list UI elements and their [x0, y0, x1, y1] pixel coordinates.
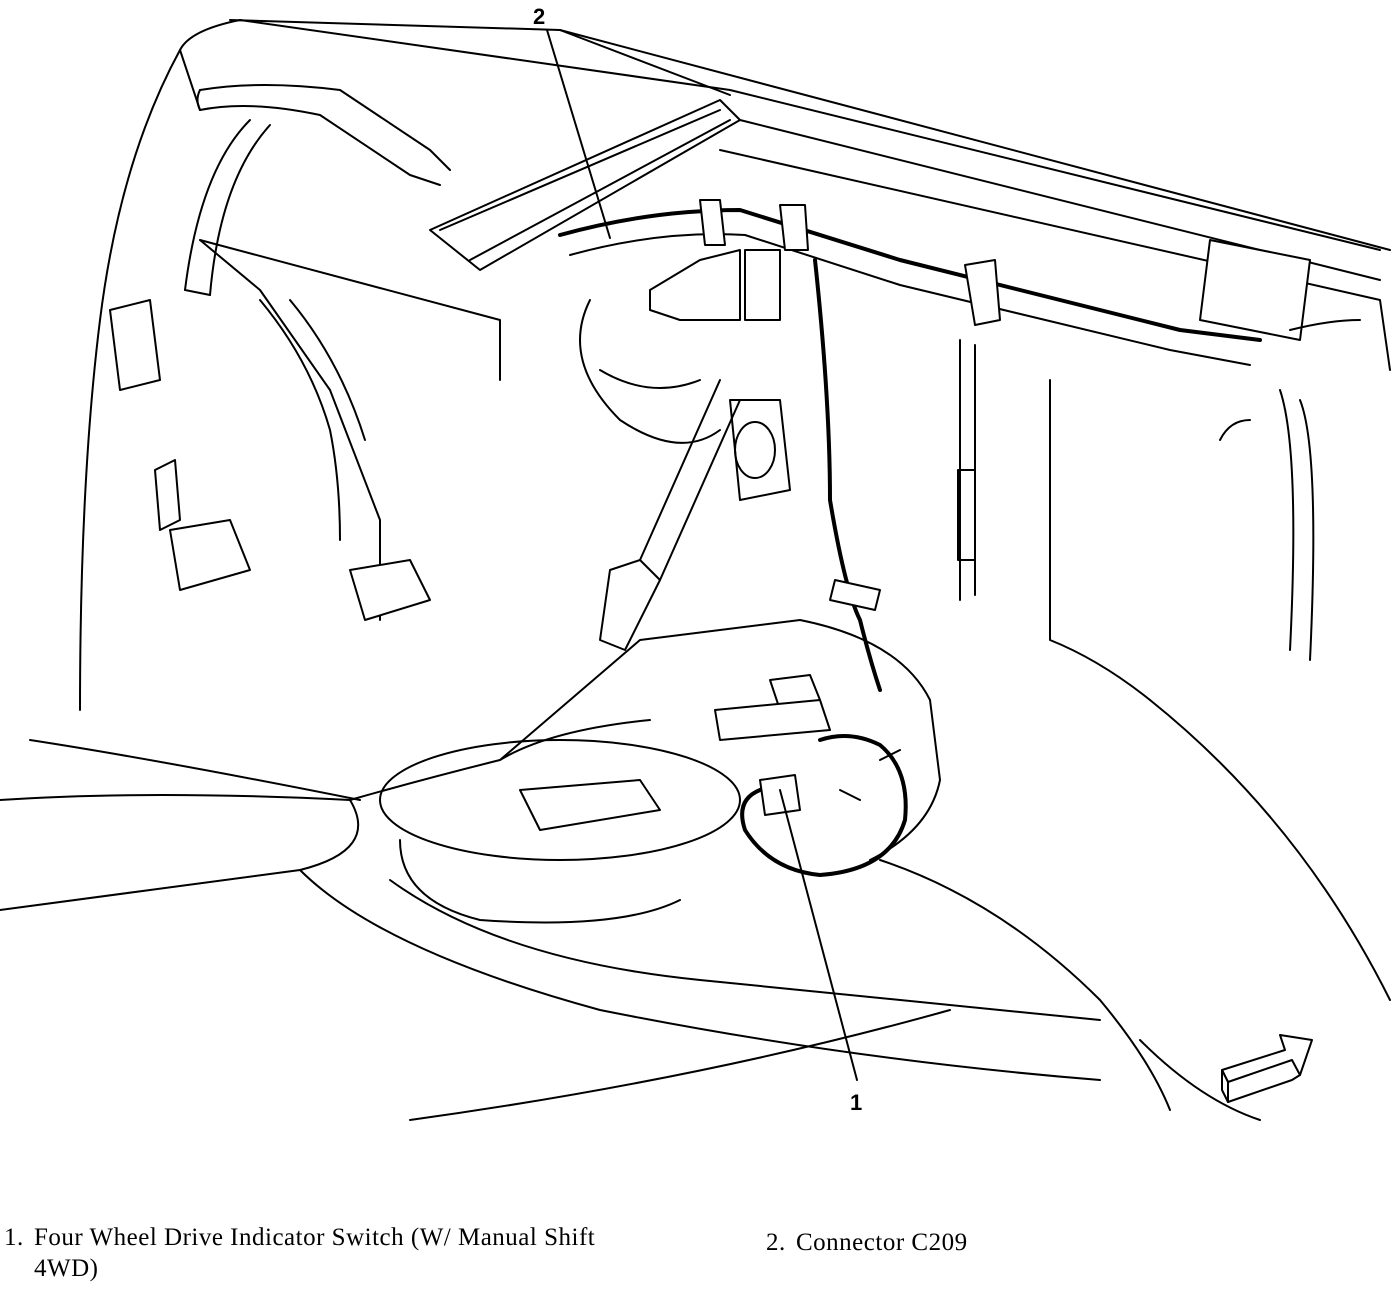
mounting-brackets: [579, 249, 781, 444]
callout-1: 1: [850, 1090, 863, 1115]
legend-text-1-continued: 4WD): [34, 1255, 99, 1282]
door-frame: [29, 49, 361, 801]
indicator-switch-assembly: [714, 674, 908, 877]
legend-text-1: Four Wheel Drive Indicator Switch (W/ Ma…: [34, 1224, 596, 1251]
kick-panel: [957, 339, 1315, 701]
legend-number-2: 2.: [766, 1229, 786, 1256]
legend-item-1: 1. Four Wheel Drive Indicator Switch (W/ …: [4, 1222, 704, 1284]
callout-2: 2: [533, 4, 546, 29]
legend-text-2: Connector C209: [796, 1229, 968, 1256]
legend-number-1: 1.: [4, 1224, 24, 1251]
pedal-assembly: [169, 299, 791, 651]
left-air-duct: [184, 84, 451, 296]
front-direction-arrow-icon: [1221, 1034, 1313, 1103]
callout-leader-lines: [546, 29, 858, 1081]
wiring-harness: [558, 199, 1361, 692]
vehicle-interior-illustration: [0, 19, 1391, 1121]
legend-item-2: 2. Connector C209: [766, 1227, 1166, 1258]
floor-tunnel: [0, 619, 1391, 1121]
